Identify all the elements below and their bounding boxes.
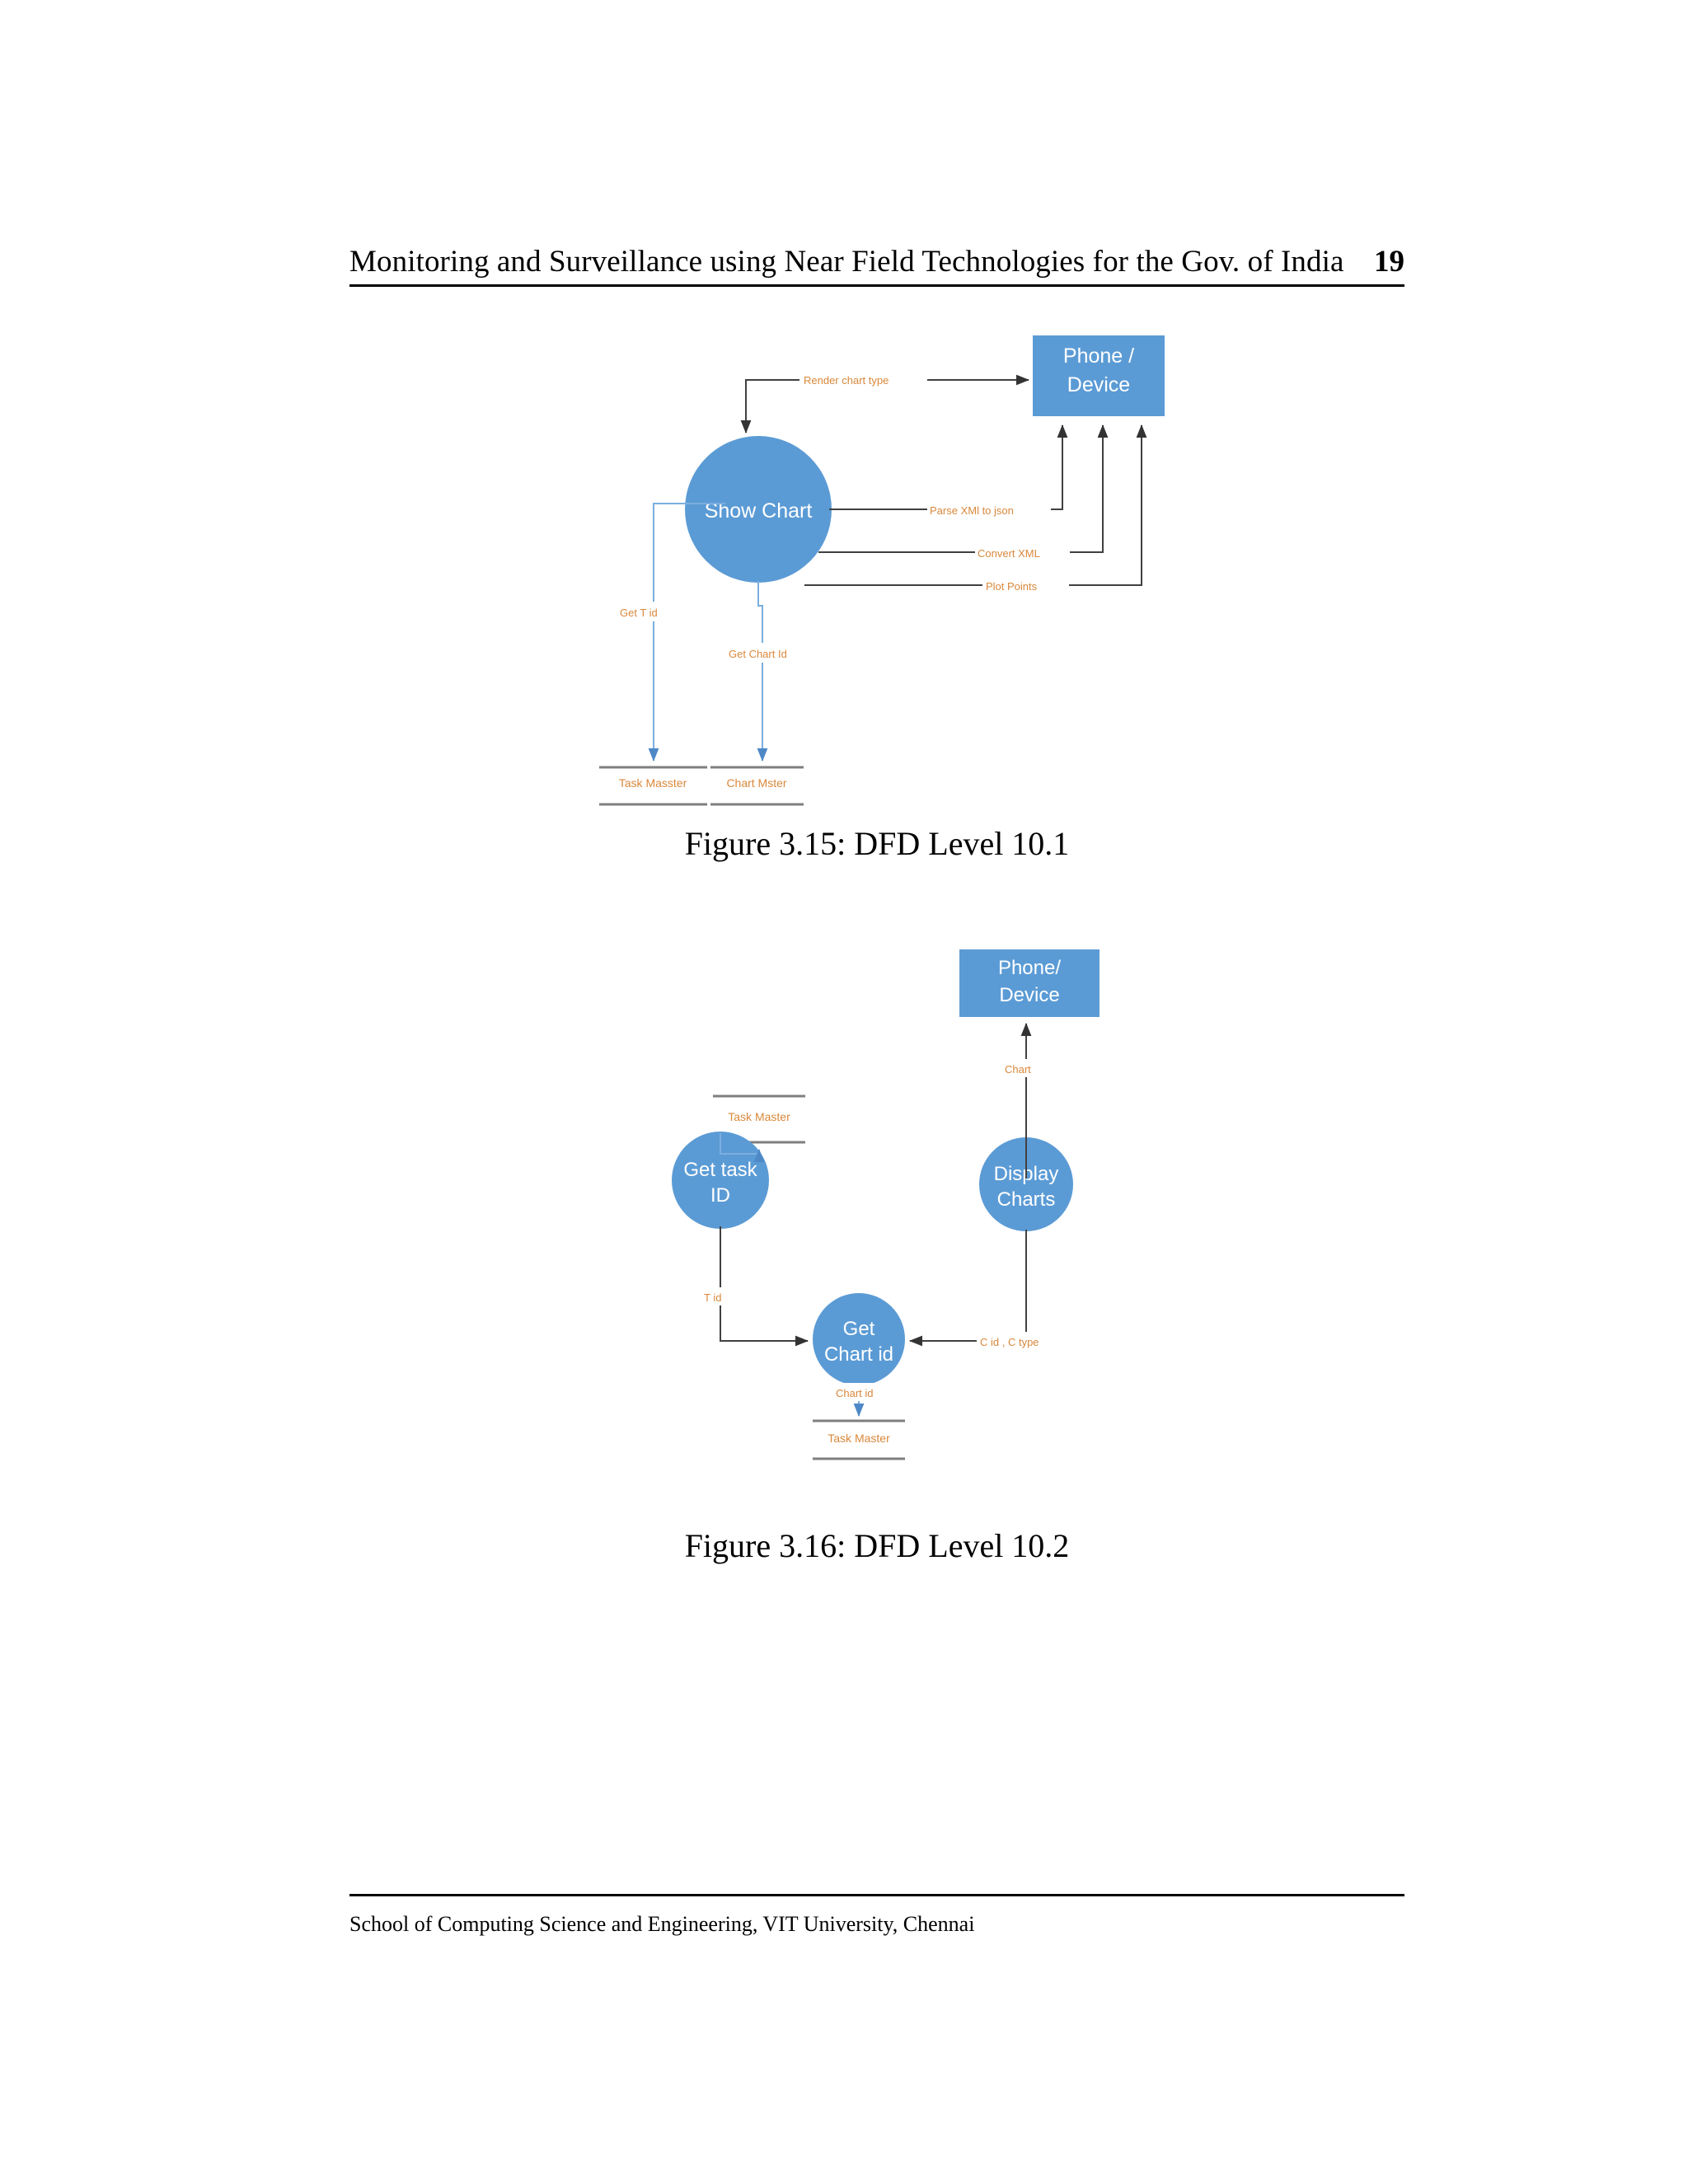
flow-convert-xml: Convert XML [818, 424, 1109, 562]
flow-get-chart-id: Get Chart Id [725, 581, 828, 762]
flow-get-chart-id-label: Get Chart Id [729, 648, 787, 660]
node-phone-device-line2: Device [1067, 373, 1130, 396]
node-phone-device-2: Phone/ Device [959, 949, 1100, 1017]
flow-plot-points-label: Plot Points [986, 580, 1038, 593]
flow-chart: Chart [1001, 1023, 1053, 1179]
flow-parse-xml-to-json: Parse XMl to json [829, 424, 1068, 519]
flow-t-id-label: T id [704, 1291, 721, 1304]
flow-render-chart-type-label: Render chart type [804, 374, 889, 387]
node-phone-device-2-line2: Device [999, 984, 1059, 1006]
flow-c-id-c-type-label: C id , C type [980, 1336, 1039, 1348]
flow-get-t-id-label: Get T id [620, 607, 658, 619]
node-task-master-top-label: Task Master [728, 1110, 790, 1123]
node-show-chart: Show Chart [685, 436, 832, 583]
footer-divider [349, 1894, 1404, 1896]
node-task-master-bottom: Task Master [813, 1419, 905, 1460]
node-task-masster-label: Task Masster [619, 776, 687, 790]
footer-text: School of Computing Science and Engineer… [349, 1912, 975, 1936]
page-header: Monitoring and Surveillance using Near F… [349, 244, 1404, 279]
flow-convert-xml-label: Convert XML [978, 547, 1040, 560]
node-get-chart-id-line1: Get [843, 1318, 875, 1340]
flow-c-id-c-type: C id , C type [909, 1230, 1067, 1350]
flow-plot-points: Plot Points [804, 424, 1147, 595]
flow-to-task-master [720, 1133, 765, 1162]
flow-chart-id-label: Chart id [836, 1387, 874, 1399]
flow-chart-id: Chart id [832, 1383, 897, 1417]
flow-parse-xml-to-json-label: Parse XMl to json [930, 504, 1014, 517]
node-task-master-bottom-label: Task Master [828, 1432, 890, 1445]
figure-3-15-diagram: Phone / Device Show Chart Render chart t… [0, 313, 1688, 808]
flow-t-id: T id [701, 1226, 809, 1347]
header-title: Monitoring and Surveillance using Near F… [349, 245, 1344, 279]
node-task-masster: Task Masster [599, 766, 707, 806]
node-phone-device-line1: Phone / [1063, 344, 1134, 368]
node-get-task-id-line1: Get task [683, 1159, 757, 1181]
figure-3-15-caption: Figure 3.15: DFD Level 10.1 [684, 825, 1070, 862]
node-phone-device-2-line1: Phone/ [998, 957, 1061, 979]
node-chart-mster: Chart Mster [710, 766, 804, 806]
flow-chart-label: Chart [1005, 1063, 1031, 1076]
node-phone-device: Phone / Device [1033, 335, 1165, 416]
figure-3-16-caption: Figure 3.16: DFD Level 10.2 [684, 1527, 1070, 1564]
node-get-chart-id: Get Chart id [813, 1293, 905, 1385]
node-get-task-id: Get task ID [672, 1132, 769, 1229]
page-number: 19 [1374, 245, 1404, 279]
figure-3-16-diagram: Phone/ Device Task Master Get task ID Di… [0, 931, 1688, 1508]
node-display-charts-line2: Charts [997, 1188, 1056, 1211]
flow-render-chart-type: Render chart type [740, 369, 1029, 434]
node-get-chart-id-line2: Chart id [824, 1343, 893, 1366]
flow-get-t-id: Get T id [617, 503, 725, 762]
header-divider [349, 284, 1404, 287]
node-chart-mster-label: Chart Mster [726, 776, 786, 790]
node-get-task-id-line2: ID [710, 1184, 730, 1207]
